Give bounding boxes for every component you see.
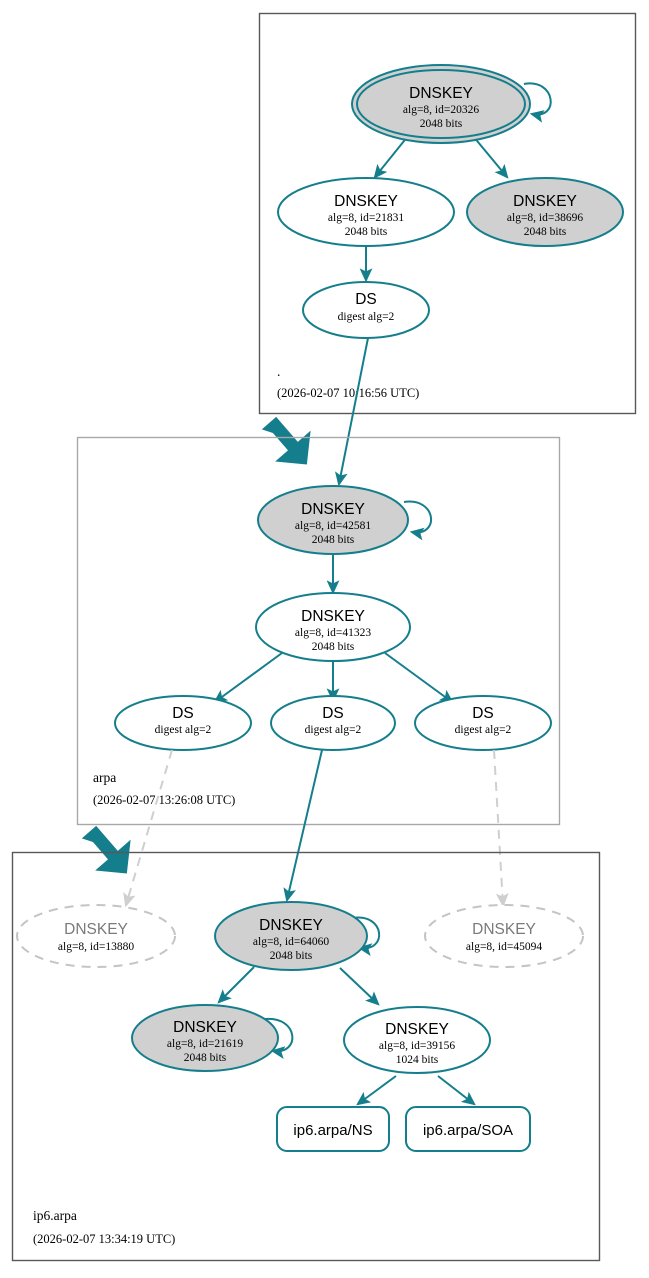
edge-20326-to-38696: [472, 135, 509, 179]
edge-ds1-to-dnskey-13880: [123, 749, 173, 908]
zone-timestamp-root: (2026-02-07 10:16:56 UTC): [277, 386, 419, 400]
zone-root: DNSKEY alg=8, id=20326 2048 bits DNSKEY …: [258, 12, 637, 415]
node-dnskey-21619[interactable]: DNSKEY alg=8, id=21619 2048 bits: [131, 1004, 279, 1072]
node-line2: alg=8, id=41323: [295, 627, 371, 639]
zone-ip6arpa: DNSKEY alg=8, id=13880 DNSKEY alg=8, id=…: [11, 851, 601, 1262]
node-line2: digest alg=2: [155, 724, 212, 736]
edge-39156-to-ns: [356, 1075, 397, 1106]
edge-ds2-to-dnskey-64060: [283, 749, 323, 903]
delegation-root-to-arpa: [261, 416, 311, 465]
edge-self-sign-64060: [352, 916, 380, 956]
node-ds-arpa-3[interactable]: DS digest alg=2: [414, 695, 552, 751]
node-line3: 2048 bits: [312, 641, 355, 653]
node-title: DNSKEY: [409, 85, 473, 102]
node-dnskey-45094[interactable]: DNSKEY alg=8, id=45094: [424, 904, 584, 968]
edges-ip6arpa: [217, 916, 476, 1106]
node-title: DNSKEY: [173, 1019, 237, 1036]
edge-41323-to-ds3: [384, 652, 454, 704]
node-line2: digest alg=2: [338, 311, 395, 323]
edges-root: [359, 82, 552, 283]
node-title: DNSKEY: [259, 917, 323, 934]
node-line2: alg=8, id=45094: [466, 941, 542, 953]
node-dnskey-38696[interactable]: DNSKEY alg=8, id=38696 2048 bits: [466, 177, 624, 247]
node-line2: digest alg=2: [305, 724, 362, 736]
edges-arpa: [213, 500, 454, 704]
node-line2: alg=8, id=39156: [379, 1040, 455, 1052]
node-dnskey-41323[interactable]: DNSKEY alg=8, id=41323 2048 bits: [255, 592, 411, 662]
node-line2: alg=8, id=21619: [167, 1038, 243, 1050]
zone-timestamp-arpa: (2026-02-07 13:26:08 UTC): [93, 793, 235, 807]
node-dnskey-20326[interactable]: DNSKEY alg=8, id=20326 2048 bits: [356, 69, 526, 139]
node-dnskey-64060[interactable]: DNSKEY alg=8, id=64060 2048 bits: [214, 901, 368, 971]
node-title: DS: [355, 291, 377, 308]
node-line2: digest alg=2: [455, 724, 512, 736]
node-dnskey-42581[interactable]: DNSKEY alg=8, id=42581 2048 bits: [257, 485, 409, 555]
node-title: DS: [172, 705, 194, 722]
node-line3: 2048 bits: [184, 1052, 227, 1064]
node-title: DS: [472, 705, 494, 722]
edge-39156-to-soa: [437, 1075, 476, 1106]
edge-64060-to-39156: [339, 967, 380, 1006]
node-dnskey-13880[interactable]: DNSKEY alg=8, id=13880: [16, 904, 176, 968]
node-title: DNSKEY: [64, 921, 128, 938]
node-line3: 1024 bits: [396, 1054, 439, 1066]
node-line2: alg=8, id=20326: [403, 104, 479, 116]
node-ds-arpa-2[interactable]: DS digest alg=2: [270, 695, 396, 751]
zone-arpa: DNSKEY alg=8, id=42581 2048 bits DNSKEY …: [76, 436, 561, 826]
zone-root-border: [258, 12, 637, 415]
node-rrset-ns[interactable]: ip6.arpa/NS: [276, 1106, 390, 1152]
node-title: DNSKEY: [301, 501, 365, 518]
node-line3: 2048 bits: [270, 950, 313, 962]
node-ds-arpa-1[interactable]: DS digest alg=2: [114, 695, 252, 751]
edge-41323-to-ds1: [213, 652, 283, 704]
node-dnskey-39156[interactable]: DNSKEY alg=8, id=39156 1024 bits: [343, 1006, 491, 1074]
node-ds-root[interactable]: DS digest alg=2: [302, 281, 430, 339]
node-line3: 2048 bits: [420, 118, 463, 130]
edge-64060-to-21619: [217, 966, 255, 1004]
zone-ip6arpa-border: [11, 851, 601, 1262]
node-dnskey-21831[interactable]: DNSKEY alg=8, id=21831 2048 bits: [277, 177, 455, 247]
zone-label-ip6arpa: ip6.arpa: [33, 1208, 77, 1223]
node-title: ip6.arpa/SOA: [423, 1122, 513, 1139]
zone-arpa-border: [76, 436, 561, 826]
node-line2: alg=8, id=64060: [253, 936, 329, 948]
node-title: DNSKEY: [513, 193, 577, 210]
node-line2: alg=8, id=38696: [507, 212, 583, 224]
node-title: DNSKEY: [301, 608, 365, 625]
node-title: DNSKEY: [472, 921, 536, 938]
delegation-arpa-to-ip6arpa: [81, 825, 131, 874]
node-line3: 2048 bits: [312, 534, 355, 546]
edge-ds3-to-dnskey-45094: [493, 749, 509, 908]
node-line2: alg=8, id=21831: [328, 212, 404, 224]
node-line3: 2048 bits: [524, 226, 567, 238]
edge-self-sign-20326: [523, 82, 552, 123]
node-title: DNSKEY: [334, 193, 398, 210]
node-line2: alg=8, id=13880: [58, 941, 134, 953]
edge-self-sign-42581: [403, 500, 433, 541]
node-line3: 2048 bits: [345, 226, 388, 238]
node-title: DS: [322, 705, 344, 722]
edge-self-sign-21619: [264, 1017, 294, 1059]
edge-20326-to-21831: [373, 135, 409, 179]
node-line2: alg=8, id=42581: [295, 520, 371, 532]
node-title: DNSKEY: [385, 1021, 449, 1038]
zone-timestamp-ip6arpa: (2026-02-07 13:34:19 UTC): [33, 1232, 175, 1246]
zone-label-arpa: arpa: [93, 770, 116, 785]
zone-label-root: .: [277, 364, 280, 379]
node-title: ip6.arpa/NS: [293, 1122, 372, 1139]
node-rrset-soa[interactable]: ip6.arpa/SOA: [405, 1106, 531, 1152]
edge-ds-root-to-arpa-ksk: [334, 337, 369, 487]
